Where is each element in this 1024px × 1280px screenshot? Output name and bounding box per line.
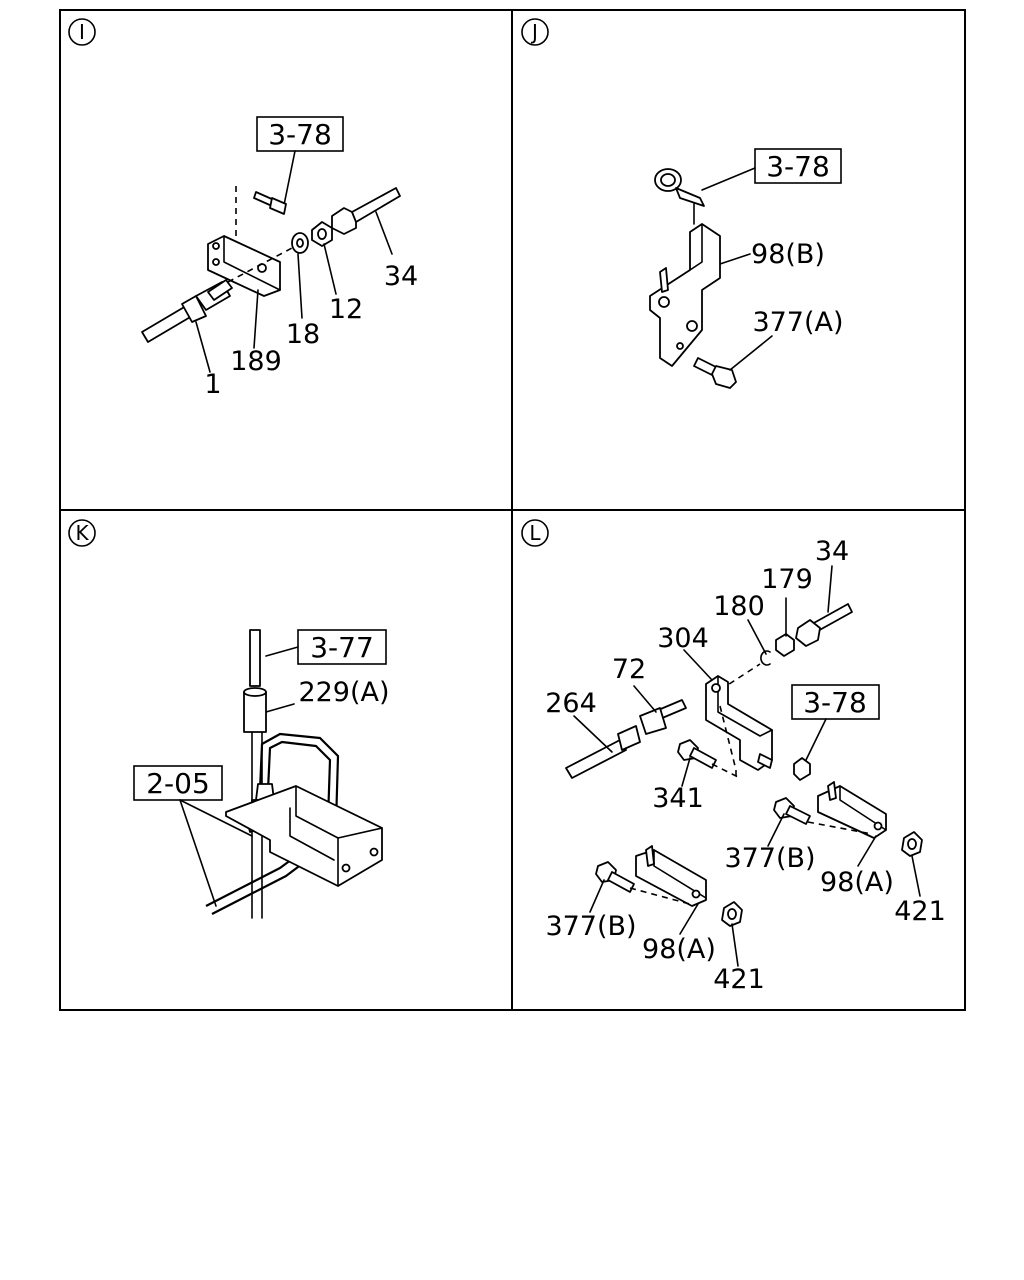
bolt-377b-upper <box>773 797 811 825</box>
panel-l: L 3-78 <box>521 519 946 995</box>
label-189: 189 <box>230 346 282 377</box>
label-12: 12 <box>329 294 363 325</box>
clip-180 <box>760 650 771 666</box>
bracket-98a-upper <box>817 781 887 839</box>
panel-j-letter: J <box>530 20 538 44</box>
panel-i: I 3-78 <box>68 18 418 400</box>
panel-i-ref-box[interactable]: 3-78 <box>256 116 344 152</box>
panel-k-ref-box-377[interactable]: 3-77 <box>297 629 387 665</box>
label-341: 341 <box>652 783 704 814</box>
panel-j-ref-box[interactable]: 3-78 <box>754 148 842 184</box>
stud-72 <box>639 699 687 735</box>
panel-k-ref-text-a: 3-77 <box>310 631 374 664</box>
label-229a: 229(A) <box>298 677 389 708</box>
label-264: 264 <box>545 688 597 719</box>
frame-bracket <box>225 785 383 887</box>
nut-179 <box>775 633 795 657</box>
label-180: 180 <box>713 591 765 622</box>
label-377b-lower: 377(B) <box>545 911 636 942</box>
bracket-98b <box>649 223 721 367</box>
vertical-pipe <box>243 629 267 919</box>
label-98b: 98(B) <box>751 239 825 270</box>
label-304: 304 <box>657 623 709 654</box>
pipe-34 <box>331 187 401 235</box>
panel-j-ref-text: 3-78 <box>766 150 830 183</box>
label-72: 72 <box>612 654 646 685</box>
label-98a-lower: 98(A) <box>642 934 716 965</box>
label-377a: 377(A) <box>752 307 843 338</box>
pipe-34-l <box>795 603 853 647</box>
bolt-377a <box>693 357 737 389</box>
label-18: 18 <box>286 319 320 350</box>
panel-k-ref-box-205[interactable]: 2-05 <box>133 765 223 801</box>
bolt-377b-lower <box>595 861 635 893</box>
bracket-304 <box>705 675 773 771</box>
panel-l-ref-text: 3-78 <box>803 686 867 719</box>
label-421-lower: 421 <box>713 964 765 995</box>
clamp-part <box>654 168 705 225</box>
panel-k: K 3-77 2-05 <box>68 519 390 919</box>
bracket-189 <box>207 235 281 297</box>
nut-421-upper <box>901 831 923 857</box>
bolt-part <box>253 191 287 215</box>
panel-k-letter: K <box>75 521 89 545</box>
label-98a-upper: 98(A) <box>820 867 894 898</box>
connector-1 <box>141 279 233 343</box>
label-421-upper: 421 <box>894 896 946 927</box>
label-1: 1 <box>204 369 221 400</box>
panel-k-ref-text-b: 2-05 <box>146 767 210 800</box>
label-377b-upper: 377(B) <box>724 843 815 874</box>
panel-grid <box>59 9 966 1011</box>
panel-i-letter: I <box>79 20 85 44</box>
nut-part <box>793 757 811 781</box>
leader-line <box>283 150 296 206</box>
label-179: 179 <box>761 564 813 595</box>
panel-l-letter: L <box>529 521 541 545</box>
pipe-264 <box>565 725 641 779</box>
nut-12 <box>311 221 333 247</box>
bracket-98a-lower <box>635 845 707 907</box>
panel-j: J 3-78 98(B) 377(A) <box>521 18 844 389</box>
label-34-l: 34 <box>815 536 849 567</box>
panel-i-ref-text: 3-78 <box>268 118 332 151</box>
bolt-341 <box>677 739 717 769</box>
label-34: 34 <box>384 261 418 292</box>
nut-421-lower <box>721 901 743 927</box>
panel-l-ref-box[interactable]: 3-78 <box>791 684 880 720</box>
